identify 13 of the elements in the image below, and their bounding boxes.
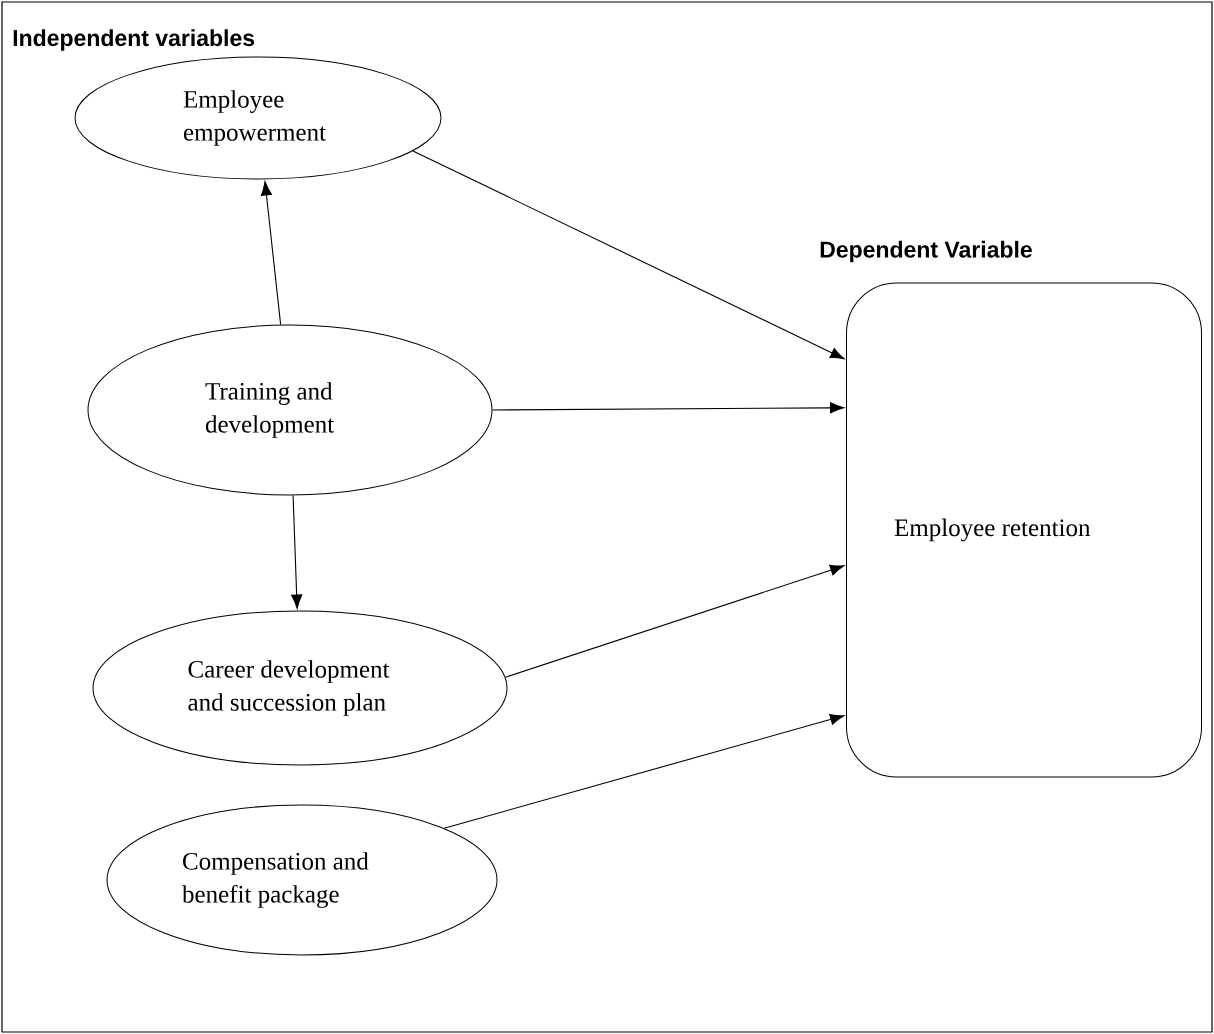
rounded-box: Employee retention	[846, 282, 1202, 778]
arrow	[491, 402, 845, 414]
heading: Dependent Variable	[820, 240, 1032, 263]
ellipse-node: Training and development	[87, 324, 493, 496]
heading: Independent variables	[13, 29, 255, 51]
arrow	[412, 150, 845, 360]
ellipse-node: Career development and succession plan	[92, 610, 508, 766]
arrow	[443, 713, 845, 829]
ellipse-node: Employee empowerment	[74, 56, 442, 180]
arrow	[504, 564, 845, 678]
arrow	[260, 181, 282, 326]
ellipse-node: Compensation and benefit package	[106, 804, 498, 956]
arrow	[291, 494, 303, 609]
